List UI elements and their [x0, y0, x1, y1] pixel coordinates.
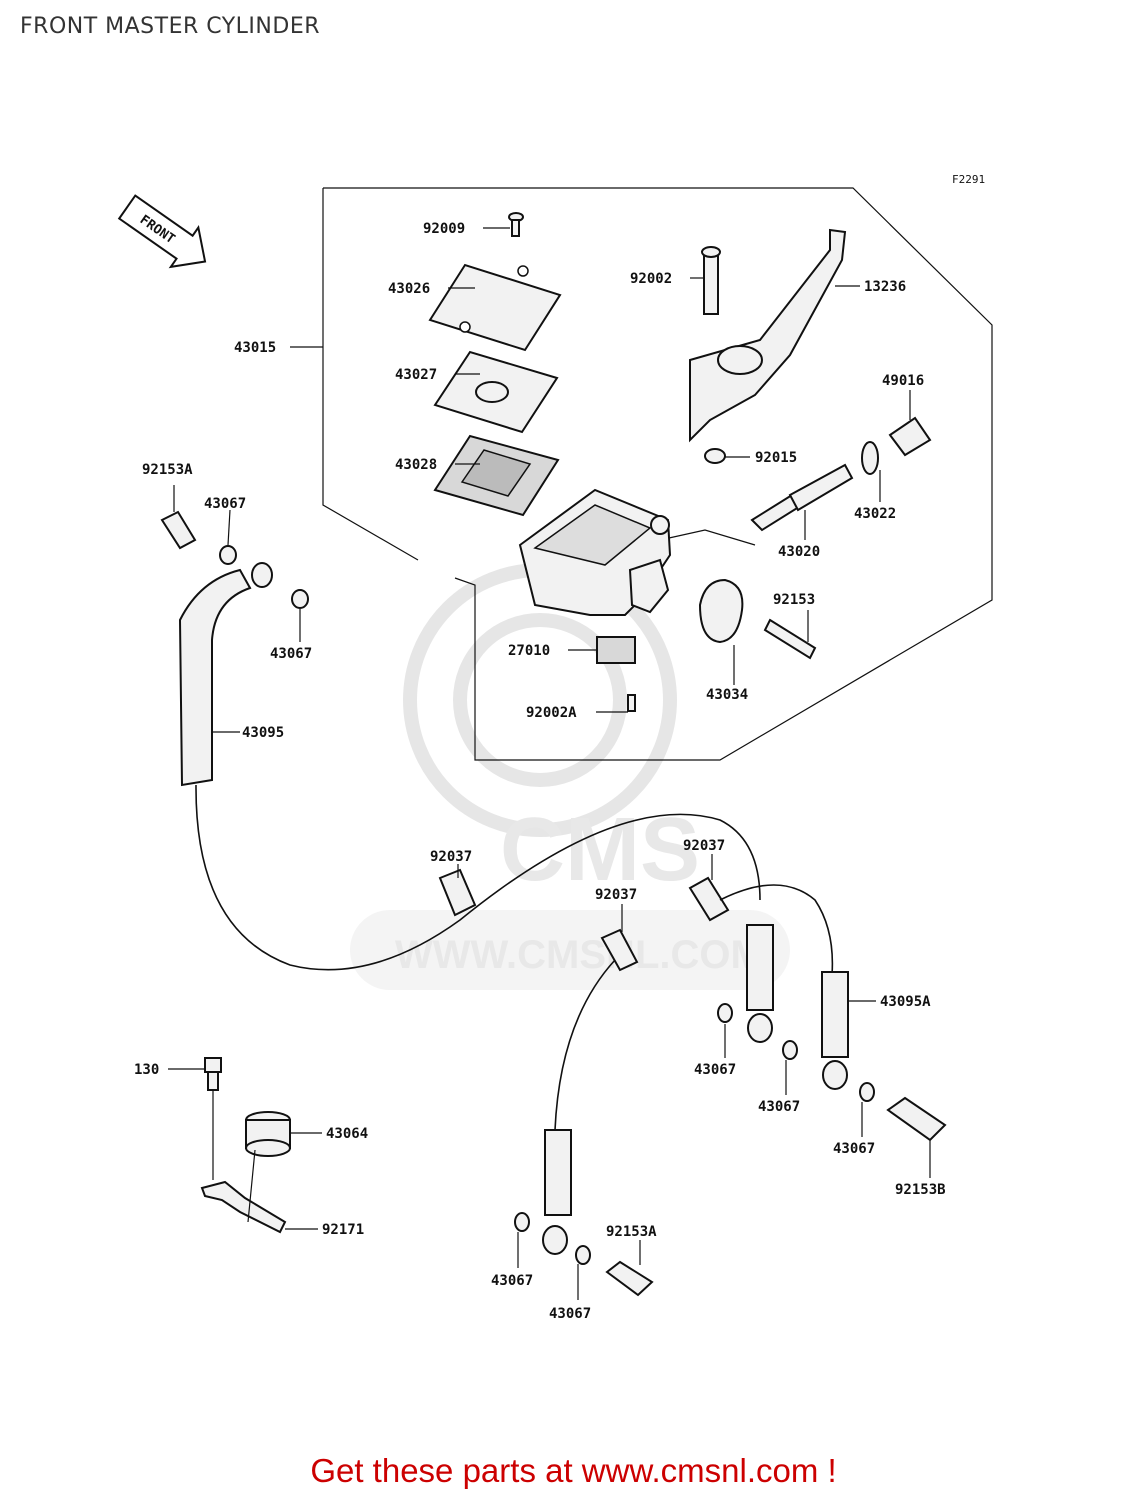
footer-ad-link[interactable]: Get these parts at www.cmsnl.com ! — [310, 1452, 837, 1489]
banjo-bolt — [605, 1260, 654, 1297]
lever-pivot-bolt — [701, 246, 721, 315]
part-label: 43067 — [549, 1306, 591, 1322]
part-label: 92037 — [430, 849, 472, 865]
dust-boot — [888, 416, 932, 457]
part-label: 92153A — [606, 1224, 657, 1240]
master-cylinder-body — [518, 488, 672, 616]
assembly-outline — [323, 187, 993, 761]
part-label: 43095A — [880, 994, 931, 1010]
circlip — [861, 441, 879, 475]
figure-code: F2291 — [952, 173, 985, 186]
diaphragm — [433, 434, 560, 517]
page-title: FRONT MASTER CYLINDER — [20, 14, 321, 39]
part-label: 43067 — [270, 646, 312, 662]
brake-hose-upper — [178, 562, 273, 787]
brake-line-right — [719, 884, 834, 976]
watermark-url-text: WWW.CMSNL.COM — [395, 933, 764, 977]
part-label: 43027 — [395, 367, 437, 383]
part-label: 92002 — [630, 271, 672, 287]
part-label: 92015 — [755, 450, 797, 466]
part-label: 49016 — [882, 373, 924, 389]
part-label: 43067 — [758, 1099, 800, 1115]
hose-clamp-bracket — [200, 1180, 287, 1234]
leader-lines — [168, 227, 931, 1300]
brake-lever — [689, 228, 847, 443]
part-label: 43095 — [242, 725, 284, 741]
lever-nut — [704, 448, 726, 464]
part-label: 43034 — [706, 687, 748, 703]
part-label: 92171 — [322, 1222, 364, 1238]
part-label: 92153 — [773, 592, 815, 608]
reservoir-plate — [433, 350, 559, 434]
brake-hose-end — [746, 924, 774, 1043]
part-label: 13236 — [864, 279, 906, 295]
part-label: 43020 — [778, 544, 820, 560]
reservoir-cover — [428, 263, 562, 352]
piston-assembly — [750, 463, 854, 532]
part-label: 130 — [134, 1062, 159, 1078]
washer — [219, 545, 237, 565]
union-fitting — [438, 868, 477, 917]
brake-light-switch — [596, 636, 636, 664]
part-label: 92009 — [423, 221, 465, 237]
part-label: 43067 — [491, 1273, 533, 1289]
part-label: 92037 — [595, 887, 637, 903]
washer — [575, 1245, 591, 1265]
brake-hose-end — [821, 971, 849, 1090]
washer — [859, 1082, 875, 1102]
banjo-bolt — [886, 1096, 947, 1142]
part-label: 43015 — [234, 340, 276, 356]
part-label: 92153A — [142, 462, 193, 478]
banjo-bolt-left — [160, 510, 197, 550]
cap-screw — [508, 212, 524, 237]
part-label: 43022 — [854, 506, 896, 522]
part-label: 43067 — [204, 496, 246, 512]
brake-line-center — [554, 959, 616, 1131]
part-label: 92002A — [526, 705, 577, 721]
washer — [782, 1040, 798, 1060]
part-label: 43067 — [694, 1062, 736, 1078]
part-label: 43028 — [395, 457, 437, 473]
switch-screw — [627, 694, 636, 712]
part-labels: 92009 43026 43015 43027 43028 92002 1323… — [134, 221, 946, 1322]
watermark-logo-text: CMS — [500, 800, 700, 900]
brake-hose-end — [542, 1129, 572, 1255]
union-fitting — [688, 876, 730, 922]
handlebar-clamp — [698, 578, 744, 644]
washer — [291, 589, 309, 609]
part-label: 92153B — [895, 1182, 946, 1198]
grommet — [245, 1111, 291, 1157]
union-fitting — [600, 928, 639, 972]
part-label: 27010 — [508, 643, 550, 659]
watermark: CMS WWW.CMSNL.COM — [350, 563, 790, 990]
part-label: 43026 — [388, 281, 430, 297]
clamp-bolt — [763, 618, 817, 660]
part-label: 43064 — [326, 1126, 368, 1142]
clamp-bolt-130 — [204, 1057, 222, 1091]
front-arrow-icon: FRONT — [117, 194, 207, 269]
washer — [717, 1003, 733, 1023]
washer — [514, 1212, 530, 1232]
part-label: 92037 — [683, 838, 725, 854]
part-label: 43067 — [833, 1141, 875, 1157]
brake-line-left — [195, 784, 761, 971]
